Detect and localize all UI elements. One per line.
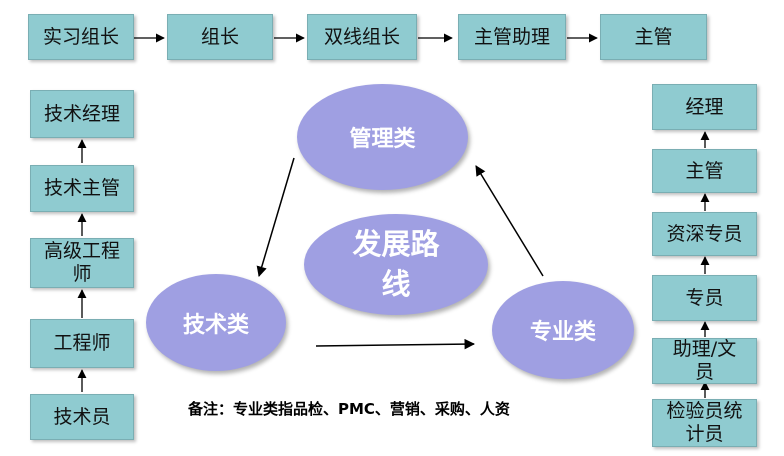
box-left-engineer: 工程师 xyxy=(30,319,134,368)
box-right-specialist: 专员 xyxy=(652,275,757,321)
box-left-senior-engineer: 高级工程师 xyxy=(30,238,134,288)
box-left-technician: 技术员 xyxy=(30,394,134,440)
box-top-supervisor-assistant: 主管助理 xyxy=(458,14,566,60)
box-top-team-leader: 组长 xyxy=(167,14,273,60)
box-right-manager: 经理 xyxy=(652,84,757,130)
box-right-senior-specialist: 资深专员 xyxy=(652,212,757,256)
arrow-technical-to-professional xyxy=(315,338,476,350)
box-left-technical-supervisor: 技术主管 xyxy=(30,165,134,212)
box-top-intern-team-leader: 实习组长 xyxy=(28,14,134,60)
ellipse-technical: 技术类 xyxy=(146,274,286,371)
box-right-supervisor: 主管 xyxy=(652,149,757,193)
box-top-supervisor: 主管 xyxy=(600,14,707,60)
box-top-dual-line-team-leader: 双线组长 xyxy=(307,14,417,60)
ellipse-management: 管理类 xyxy=(297,84,468,190)
arrow-professional-to-management xyxy=(475,165,544,277)
footnote: 备注：专业类指品检、PMC、营销、采购、人资 xyxy=(188,400,510,418)
arrow-management-to-technical xyxy=(256,157,295,278)
box-right-assistant-clerk: 助理/文员 xyxy=(652,338,757,384)
ellipse-development-route: 发展路线 xyxy=(304,214,488,315)
box-left-technical-manager: 技术经理 xyxy=(30,90,134,138)
box-right-inspector-statistician: 检验员统计员 xyxy=(652,399,757,447)
ellipse-professional: 专业类 xyxy=(492,281,634,379)
